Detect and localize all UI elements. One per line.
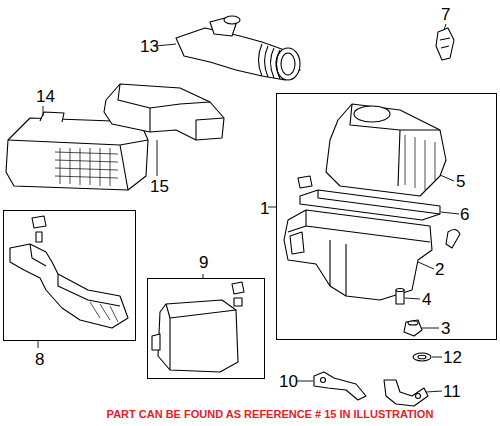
callout-number: 8 [35,351,44,368]
callout-number: 7 [441,6,450,23]
leader-lines [38,24,459,392]
callout-number: 2 [435,261,444,278]
part-group-box: 8 [3,210,136,341]
callout-number: 9 [199,254,208,271]
air-box [152,282,244,372]
air-cleaner-case [284,210,432,300]
bracket [314,372,366,400]
air-duct [104,84,224,140]
inlet-duct [10,216,128,328]
bracket [436,28,454,60]
callout-number: 6 [460,206,469,223]
callout-number: 1 [260,200,269,217]
note-text: PART CAN BE FOUND AS REFERENCE # 15 IN I… [107,408,434,420]
callout-number: 13 [140,38,159,55]
rubber-mount [404,320,422,336]
intake-hose [176,16,300,80]
clip [446,229,460,248]
callout-number: 15 [150,178,169,195]
callout-number: 3 [441,320,450,337]
callout-number: 12 [443,349,462,366]
part-group-box: 9 [147,278,265,379]
callout-number: 4 [422,291,431,308]
bracket [384,380,428,406]
washer [413,353,431,361]
callout-number: 14 [36,88,55,105]
air-cleaner-cover [298,104,446,196]
callout-number: 11 [443,383,461,400]
callout-number: 10 [279,373,298,390]
grommet [396,289,404,305]
callout-number: 5 [456,173,465,190]
